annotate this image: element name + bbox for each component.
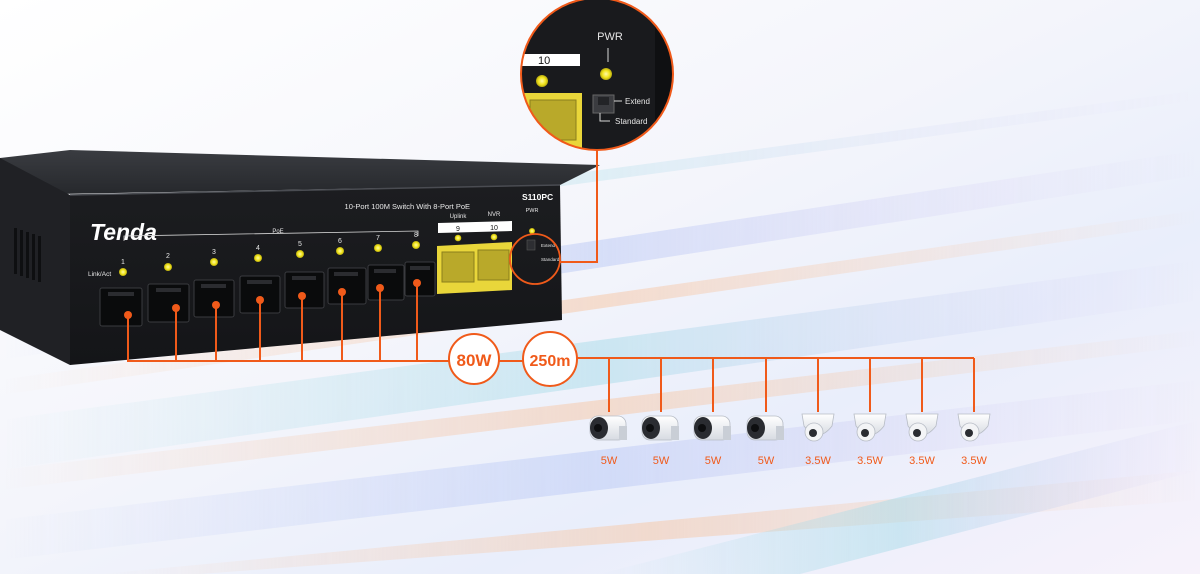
uplink-label-bar [438, 221, 512, 233]
bullet-camera [641, 415, 679, 441]
distance-value: 250m [530, 353, 571, 370]
port-led-indicator [412, 241, 420, 249]
nvr-port [477, 249, 510, 281]
callout-line [560, 150, 598, 263]
port-number: 1 [121, 259, 125, 266]
port-number: 5 [298, 241, 302, 248]
port-leds [119, 241, 420, 276]
port-number: 8 [414, 232, 418, 239]
camera-power-label: 3.5W [961, 455, 987, 467]
port-led-indicator [164, 263, 172, 271]
uplink-port-number: 9 [456, 226, 460, 233]
switch-title: 10-Port 100M Switch With 8-Port PoE [345, 202, 470, 211]
port-led-indicator [296, 250, 304, 258]
port-number: 3 [212, 249, 216, 256]
dome-camera [853, 413, 887, 442]
port-led-indicator [119, 268, 127, 276]
dome-camera [801, 413, 835, 442]
port-led-indicator [336, 247, 344, 255]
mode-switch [526, 239, 536, 251]
camera-power-label: 5W [601, 455, 618, 467]
rj45-port [147, 283, 190, 323]
port-numbers: 1 2 3 4 5 6 7 8 [121, 232, 418, 266]
uplink-label: Uplink [450, 214, 468, 220]
rj45-port [327, 267, 367, 305]
side-vents [14, 228, 41, 282]
zoom-pwr-led-indicator [600, 68, 612, 80]
port-led-indicator [210, 258, 218, 266]
standard-label: Standard [541, 257, 560, 262]
nvr-port-number: 10 [490, 225, 498, 232]
port-number: 6 [338, 238, 342, 245]
port-led-indicator [374, 244, 382, 252]
bullet-camera [746, 415, 784, 441]
rj45-port [284, 271, 325, 309]
zoom-extend-label: Extend [625, 97, 650, 106]
switch-model: S110PC [522, 192, 553, 202]
poe-ports [99, 261, 436, 327]
power-budget-badge: 80W [448, 333, 500, 385]
port-number: 7 [376, 235, 380, 242]
zoom-standard-label: Standard [615, 117, 647, 126]
nvr-led-indicator [490, 233, 498, 241]
dome-camera [957, 413, 991, 442]
camera-power-label: 5W [653, 455, 670, 467]
camera-power-label: 3.5W [805, 455, 831, 467]
zoom-pwr-label: PWR [597, 31, 623, 43]
extend-label: Extend [541, 243, 556, 248]
port-number: 2 [166, 253, 170, 260]
switch-top-face [0, 150, 600, 195]
poe-label: PoE [272, 229, 283, 235]
uplink-led-indicator [454, 234, 462, 242]
distance-badge: 250m [522, 331, 578, 387]
zoom-border [520, 0, 674, 151]
camera-drop-wires [608, 358, 975, 412]
zoom-led-indicator [536, 75, 548, 87]
camera-power-label: 3.5W [857, 455, 883, 467]
dome-camera [905, 413, 939, 442]
rj45-port [367, 264, 405, 301]
rj45-port [404, 261, 436, 297]
nvr-label: NVR [488, 212, 501, 218]
power-budget-value: 80W [457, 351, 493, 370]
zoom-nvr-port-number: 10 [538, 55, 550, 67]
zoom-port-label-bar [522, 54, 580, 66]
uplink-port [441, 251, 475, 283]
pwr-led-indicator [529, 228, 535, 234]
poe-bracket [123, 230, 419, 241]
camera-power-label: 5W [758, 455, 775, 467]
camera-power-label: 5W [705, 455, 722, 467]
highlight-circle [509, 233, 561, 285]
port-number: 4 [256, 245, 260, 252]
port-contacts [108, 266, 430, 296]
pwr-label: PWR [526, 208, 539, 214]
port-led-indicator [254, 254, 262, 262]
bullet-camera [693, 415, 731, 441]
brand-logo: Tenda [90, 219, 157, 245]
camera-power-label: 3.5W [909, 455, 935, 467]
port-wire-dots [124, 279, 421, 319]
link-act-label: Link/Act [88, 271, 111, 278]
rj45-port [193, 279, 235, 318]
camera-power-labels: 5W 5W 5W 5W 3.5W 3.5W 3.5W 3.5W [601, 455, 988, 467]
port-wires [127, 283, 450, 362]
poe-switch: Tenda 10-Port 100M Switch With 8-Port Po… [0, 150, 600, 365]
bullet-camera [589, 415, 627, 441]
